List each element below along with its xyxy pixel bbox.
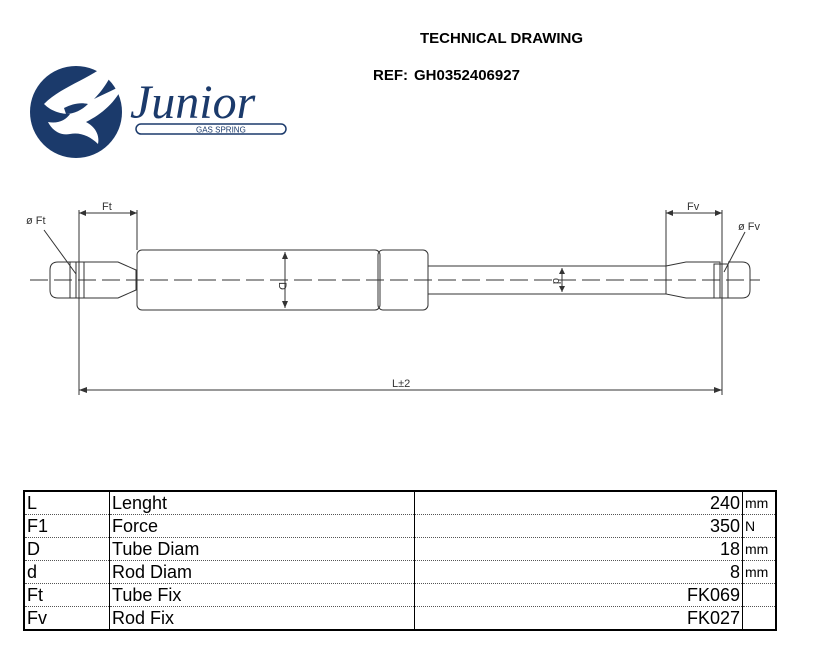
- spec-name: Lenght: [109, 491, 415, 515]
- spec-symbol: D: [24, 537, 110, 561]
- page-title: TECHNICAL DRAWING: [420, 30, 584, 47]
- gas-spring-drawing: ø Ft ø Fv Ft Fv L±2 D d: [26, 201, 760, 395]
- spec-value: 8: [414, 560, 743, 584]
- spec-name: Tube Diam: [109, 537, 415, 561]
- spec-value: FK027: [414, 606, 743, 630]
- label-tube-diam: D: [276, 282, 288, 290]
- spec-unit: mm: [742, 537, 776, 561]
- spec-value: FK069: [414, 583, 743, 607]
- label-rod-fix: Fv: [687, 201, 700, 213]
- tube-end-fitting: [49, 261, 77, 299]
- spec-symbol: d: [24, 560, 110, 584]
- spec-unit: N: [742, 514, 776, 538]
- logo-brand: Junior: [130, 76, 256, 129]
- spec-symbol: Fv: [24, 606, 110, 630]
- spec-unit: mm: [742, 491, 776, 515]
- spec-name: Rod Diam: [109, 560, 415, 584]
- spec-name: Rod Fix: [109, 606, 415, 630]
- spec-unit: [743, 607, 777, 631]
- label-tube-fix-diam: ø Ft: [26, 215, 46, 227]
- spec-value: 18: [414, 537, 743, 561]
- reference: REF: GH0352406927: [373, 67, 526, 84]
- label-rod-fix-diam: ø Fv: [738, 221, 760, 233]
- logo-tagline: GAS SPRING: [196, 126, 246, 135]
- spec-name: Force: [109, 514, 415, 538]
- gas-spring-tube: [136, 249, 381, 311]
- label-tube-fix: Ft: [102, 201, 112, 213]
- spec-unit: mm: [742, 560, 776, 584]
- spec-symbol: F1: [24, 514, 110, 538]
- ref-value: GH0352406927: [414, 67, 520, 84]
- eagle-emblem-icon: [30, 54, 124, 158]
- label-rod-diam: d: [550, 278, 562, 284]
- spec-name: Tube Fix: [109, 583, 415, 607]
- junior-logo: Junior GAS SPRING: [30, 54, 287, 158]
- spec-symbol: Ft: [24, 583, 110, 607]
- rod-end-fitting: [728, 261, 751, 299]
- ref-label: REF:: [373, 67, 408, 84]
- spec-value: 240: [414, 491, 743, 515]
- spec-value: 350: [414, 514, 743, 538]
- label-length: L±2: [392, 378, 410, 390]
- spec-unit: [742, 583, 776, 607]
- spec-symbol: L: [24, 491, 110, 515]
